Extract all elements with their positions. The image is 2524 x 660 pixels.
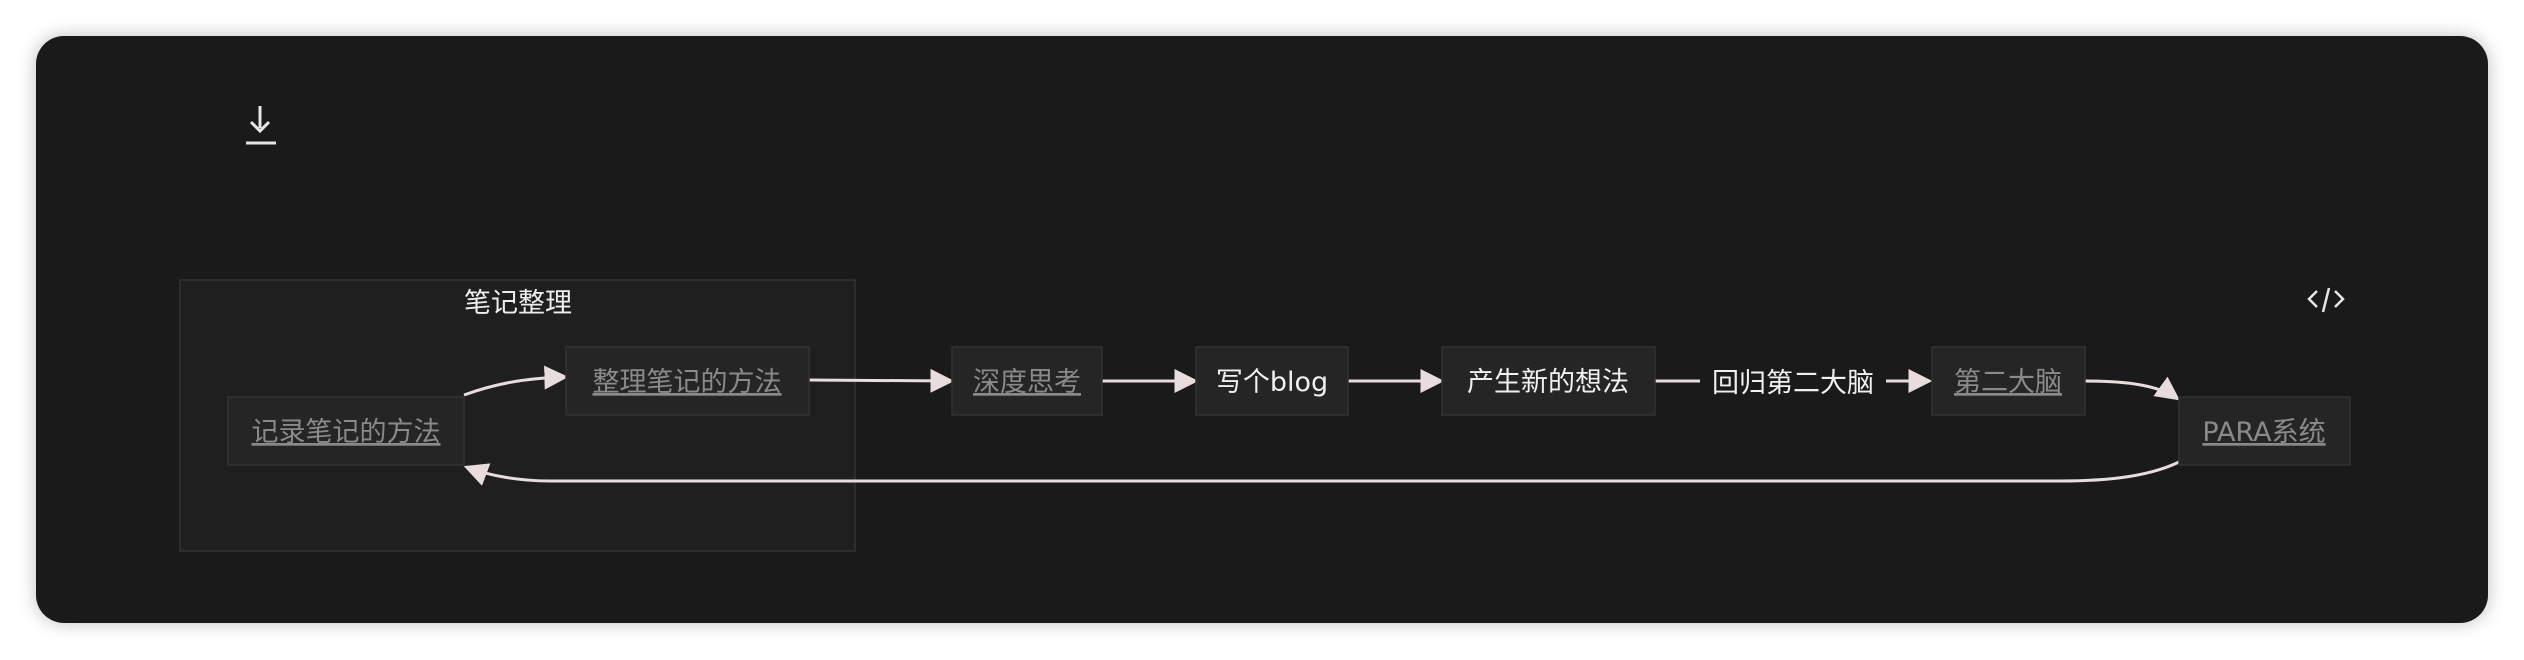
node-deep-thinking[interactable]: 深度思考 [951,346,1103,416]
node-label: PARA系统 [2202,417,2325,448]
view-source-button[interactable] [2306,282,2346,318]
download-button[interactable] [238,98,286,154]
node-new-ideas: 产生新的想法 [1441,346,1656,416]
node-box [2178,396,2351,466]
edges [463,365,2180,486]
node-label: 记录笔记的方法 [252,417,441,448]
node-record-notes[interactable]: 记录笔记的方法 [227,396,465,466]
node-box [1441,346,1656,416]
node-box [565,346,810,416]
node-label: 第二大脑 [1954,367,2062,398]
node-label: 深度思考 [973,367,1081,398]
node-box [227,396,465,466]
node-box [1195,346,1349,416]
node-label: 产生新的想法 [1467,367,1629,398]
node-second-brain[interactable]: 第二大脑 [1931,346,2086,416]
edge-second-to-para [2084,376,2180,401]
node-box [1931,346,2086,416]
node-write-blog: 写个blog [1195,346,1349,416]
node-para-system[interactable]: PARA系统 [2178,396,2351,466]
edge-label-return-second-brain: 回归第二大脑 [1712,368,1874,399]
edge-para-to-record [463,460,2180,486]
edge-organize-to-deep [808,368,955,393]
node-organize-notes[interactable]: 整理笔记的方法 [565,346,810,416]
cluster-title: 笔记整理 [464,288,572,319]
node-label: 写个blog [1216,367,1328,398]
node-label: 整理笔记的方法 [593,367,782,398]
node-box [951,346,1103,416]
download-icon [246,106,276,145]
edge-record-to-organize [463,365,569,397]
code-icon [2307,287,2345,313]
